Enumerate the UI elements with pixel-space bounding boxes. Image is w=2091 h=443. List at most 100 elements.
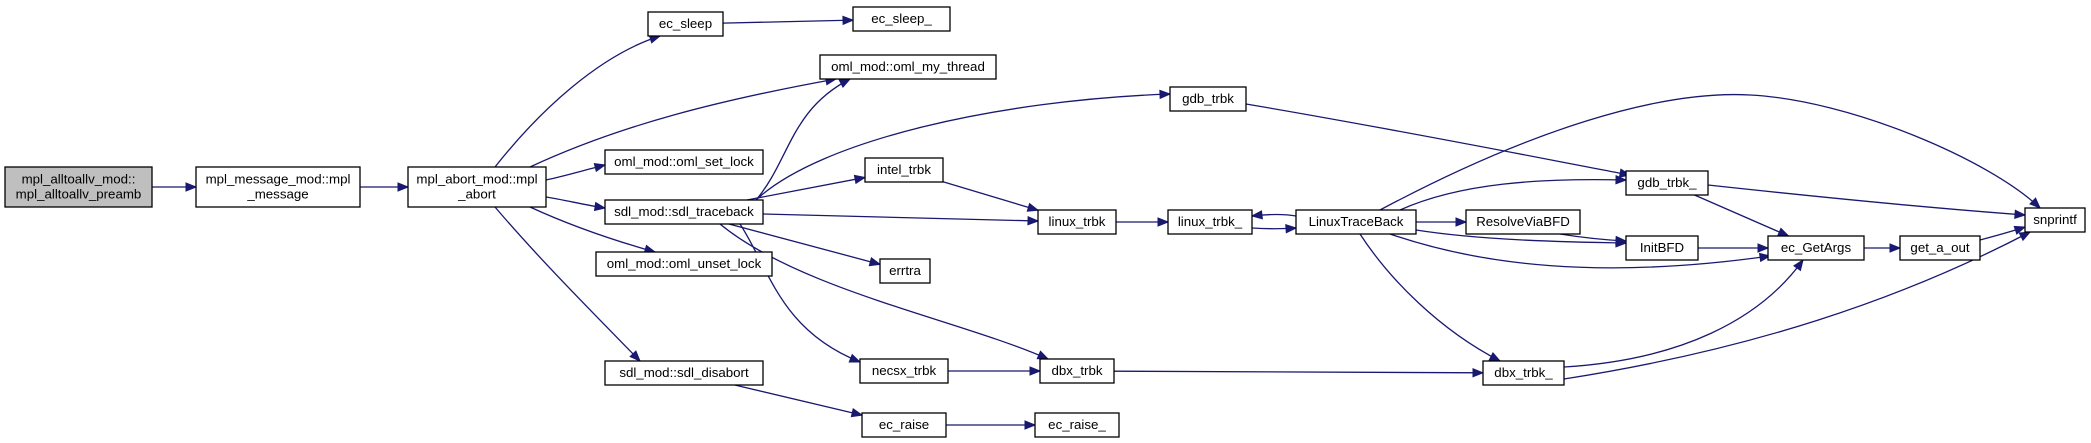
node-sdl_traceback[interactable]: sdl_mod::sdl_traceback [604,199,764,225]
edge-sdl_traceback-to-necsx_trbk-arrowhead [848,353,862,363]
edge-LinuxTraceBack-to-gdb_trbk_ [1399,178,1627,211]
node-mpl_message[interactable]: mpl_message_mod::mpl_message [195,166,361,208]
edge-sdl_traceback-to-intel_trbk-arrowhead [853,174,867,185]
node-label: InitBFD [1640,240,1684,255]
node-necsx_trbk[interactable]: necsx_trbk [859,358,949,384]
node-label: errtra [889,263,921,278]
edge-ec_sleep-to-ec_sleep_ [722,19,854,24]
edge-dbx_trbk-to-dbx_trbk_-arrowhead [1472,368,1485,378]
node-oml_my_thread[interactable]: oml_mod::oml_my_thread [819,54,997,80]
nodes-layer: mpl_alltoallv_mod::mpl_alltoallv_preamb m… [4,6,2086,438]
node-ec_raise_[interactable]: ec_raise_ [1034,412,1120,438]
edge-mpl_message-to-mpl_abort-arrowhead [397,182,410,192]
edge-mpl_abort-to-oml_my_thread [529,78,837,168]
node-LinuxTraceBack[interactable]: LinuxTraceBack [1295,209,1417,235]
node-box [879,258,931,284]
edge-sdl_traceback-to-dbx_trbk-arrowhead [1036,350,1050,360]
edge-sdl_traceback-to-gdb_trbk [755,93,1171,201]
node-label: LinuxTraceBack [1309,214,1404,229]
node-ec_sleep[interactable]: ec_sleep [647,11,724,37]
node-box [604,149,764,175]
edge-sdl_traceback-to-intel_trbk [746,176,866,201]
node-gdb_trbk[interactable]: gdb_trbk [1169,86,1247,112]
edge-mpl_abort-to-sdl_disabort [494,206,641,362]
edge-LinuxTraceBack-to-linux_trbk_-arrowhead [1250,210,1263,220]
node-mpl_abort[interactable]: mpl_abort_mod::mpl_abort [407,166,547,208]
node-box [1034,412,1120,438]
node-box [864,157,944,183]
edge-gdb_trbk_-to-ec_GetArgs-arrowhead [1776,227,1790,237]
node-label: sdl_mod::sdl_traceback [614,204,754,219]
edge-ec_sleep-to-ec_sleep_-arrowhead [842,15,855,26]
edge-LinuxTraceBack-to-gdb_trbk_-arrowhead [1615,175,1628,185]
node-label: _message [246,187,308,202]
edge-dbx_trbk_-to-ec_GetArgs [1563,259,1804,368]
node-label: oml_mod::oml_unset_lock [607,256,762,271]
node-snprintf[interactable]: snprintf [2024,207,2086,233]
node-label: oml_mod::oml_my_thread [831,59,985,74]
node-get_a_out[interactable]: get_a_out [1899,235,1981,261]
node-label: snprintf [2033,212,2077,227]
edge-linux_trbk_-to-LinuxTraceBack-arrowhead [1285,224,1298,234]
edge-sdl_traceback-to-dbx_trbk [719,223,1049,360]
node-box [1039,358,1115,384]
edge-LinuxTraceBack-to-snprintf [1379,93,2041,211]
edge-LinuxTraceBack-to-dbx_trbk_ [1359,233,1501,362]
node-box [1037,209,1117,235]
node-oml_set_lock[interactable]: oml_mod::oml_set_lock [604,149,764,175]
edge-sdl_traceback-to-necsx_trbk [739,223,861,363]
node-label: ec_raise [879,417,929,432]
node-box [852,6,951,32]
node-label: sdl_mod::sdl_disabort [619,365,749,380]
node-dbx_trbk[interactable]: dbx_trbk [1039,358,1115,384]
node-label: gdb_trbk_ [1637,175,1697,190]
node-root[interactable]: mpl_alltoallv_mod::mpl_alltoallv_preamb [4,166,153,208]
node-box [4,166,153,208]
edge-intel_trbk-to-linux_trbk [942,181,1039,211]
edge-dbx_trbk_-to-snprintf-arrowhead [2018,231,2032,242]
edge-intel_trbk-to-linux_trbk-arrowhead [1026,202,1040,212]
node-box [1899,235,1981,261]
node-ec_sleep_[interactable]: ec_sleep_ [852,6,951,32]
edge-ec_GetArgs-to-get_a_out-arrowhead [1889,243,1902,253]
node-label: ec_sleep_ [871,11,932,26]
node-label: ResolveViaBFD [1476,214,1570,229]
edge-necsx_trbk-to-dbx_trbk-arrowhead [1029,366,1042,376]
node-box [861,412,947,438]
node-errtra[interactable]: errtra [879,258,931,284]
edge-gdb_trbk-to-gdb_trbk_ [1245,103,1631,176]
edge-gdb_trbk_-to-ec_GetArgs [1694,194,1789,237]
edge-sdl_traceback-to-linux_trbk [762,213,1039,222]
edge-sdl_traceback-to-oml_my_thread-arrowhead [838,78,852,89]
node-label: get_a_out [1910,240,1969,255]
node-box [859,358,949,384]
node-ec_GetArgs[interactable]: ec_GetArgs [1767,235,1865,261]
edge-sdl_traceback-to-oml_my_thread [755,78,851,201]
node-dbx_trbk_[interactable]: dbx_trbk_ [1482,360,1565,386]
node-label: _abort [457,187,496,202]
node-label: linux_trbk [1049,214,1106,229]
edge-root-to-mpl_message-arrowhead [185,182,198,192]
node-sdl_disabort[interactable]: sdl_mod::sdl_disabort [604,360,764,386]
node-label: dbx_trbk [1052,363,1103,378]
node-label: intel_trbk [877,162,931,177]
node-InitBFD[interactable]: InitBFD [1625,235,1699,261]
node-box [407,166,547,208]
node-label: mpl_abort_mod::mpl [416,172,537,187]
node-linux_trbk[interactable]: linux_trbk [1037,209,1117,235]
edge-ec_raise-to-ec_raise_-arrowhead [1024,420,1037,430]
node-box [1482,360,1565,386]
node-linux_trbk_[interactable]: linux_trbk_ [1167,209,1253,235]
node-box [1167,209,1253,235]
edge-linux_trbk-to-linux_trbk_-arrowhead [1157,217,1170,227]
node-ec_raise[interactable]: ec_raise [861,412,947,438]
node-gdb_trbk_[interactable]: gdb_trbk_ [1625,170,1709,196]
node-oml_unset_lock[interactable]: oml_mod::oml_unset_lock [595,251,773,277]
node-label: oml_mod::oml_set_lock [614,154,754,169]
node-label: mpl_message_mod::mpl [206,172,351,187]
node-box [819,54,997,80]
node-label: linux_trbk_ [1178,214,1243,229]
node-intel_trbk[interactable]: intel_trbk [864,157,944,183]
node-box [1625,235,1699,261]
node-ResolveViaBFD[interactable]: ResolveViaBFD [1465,209,1581,235]
